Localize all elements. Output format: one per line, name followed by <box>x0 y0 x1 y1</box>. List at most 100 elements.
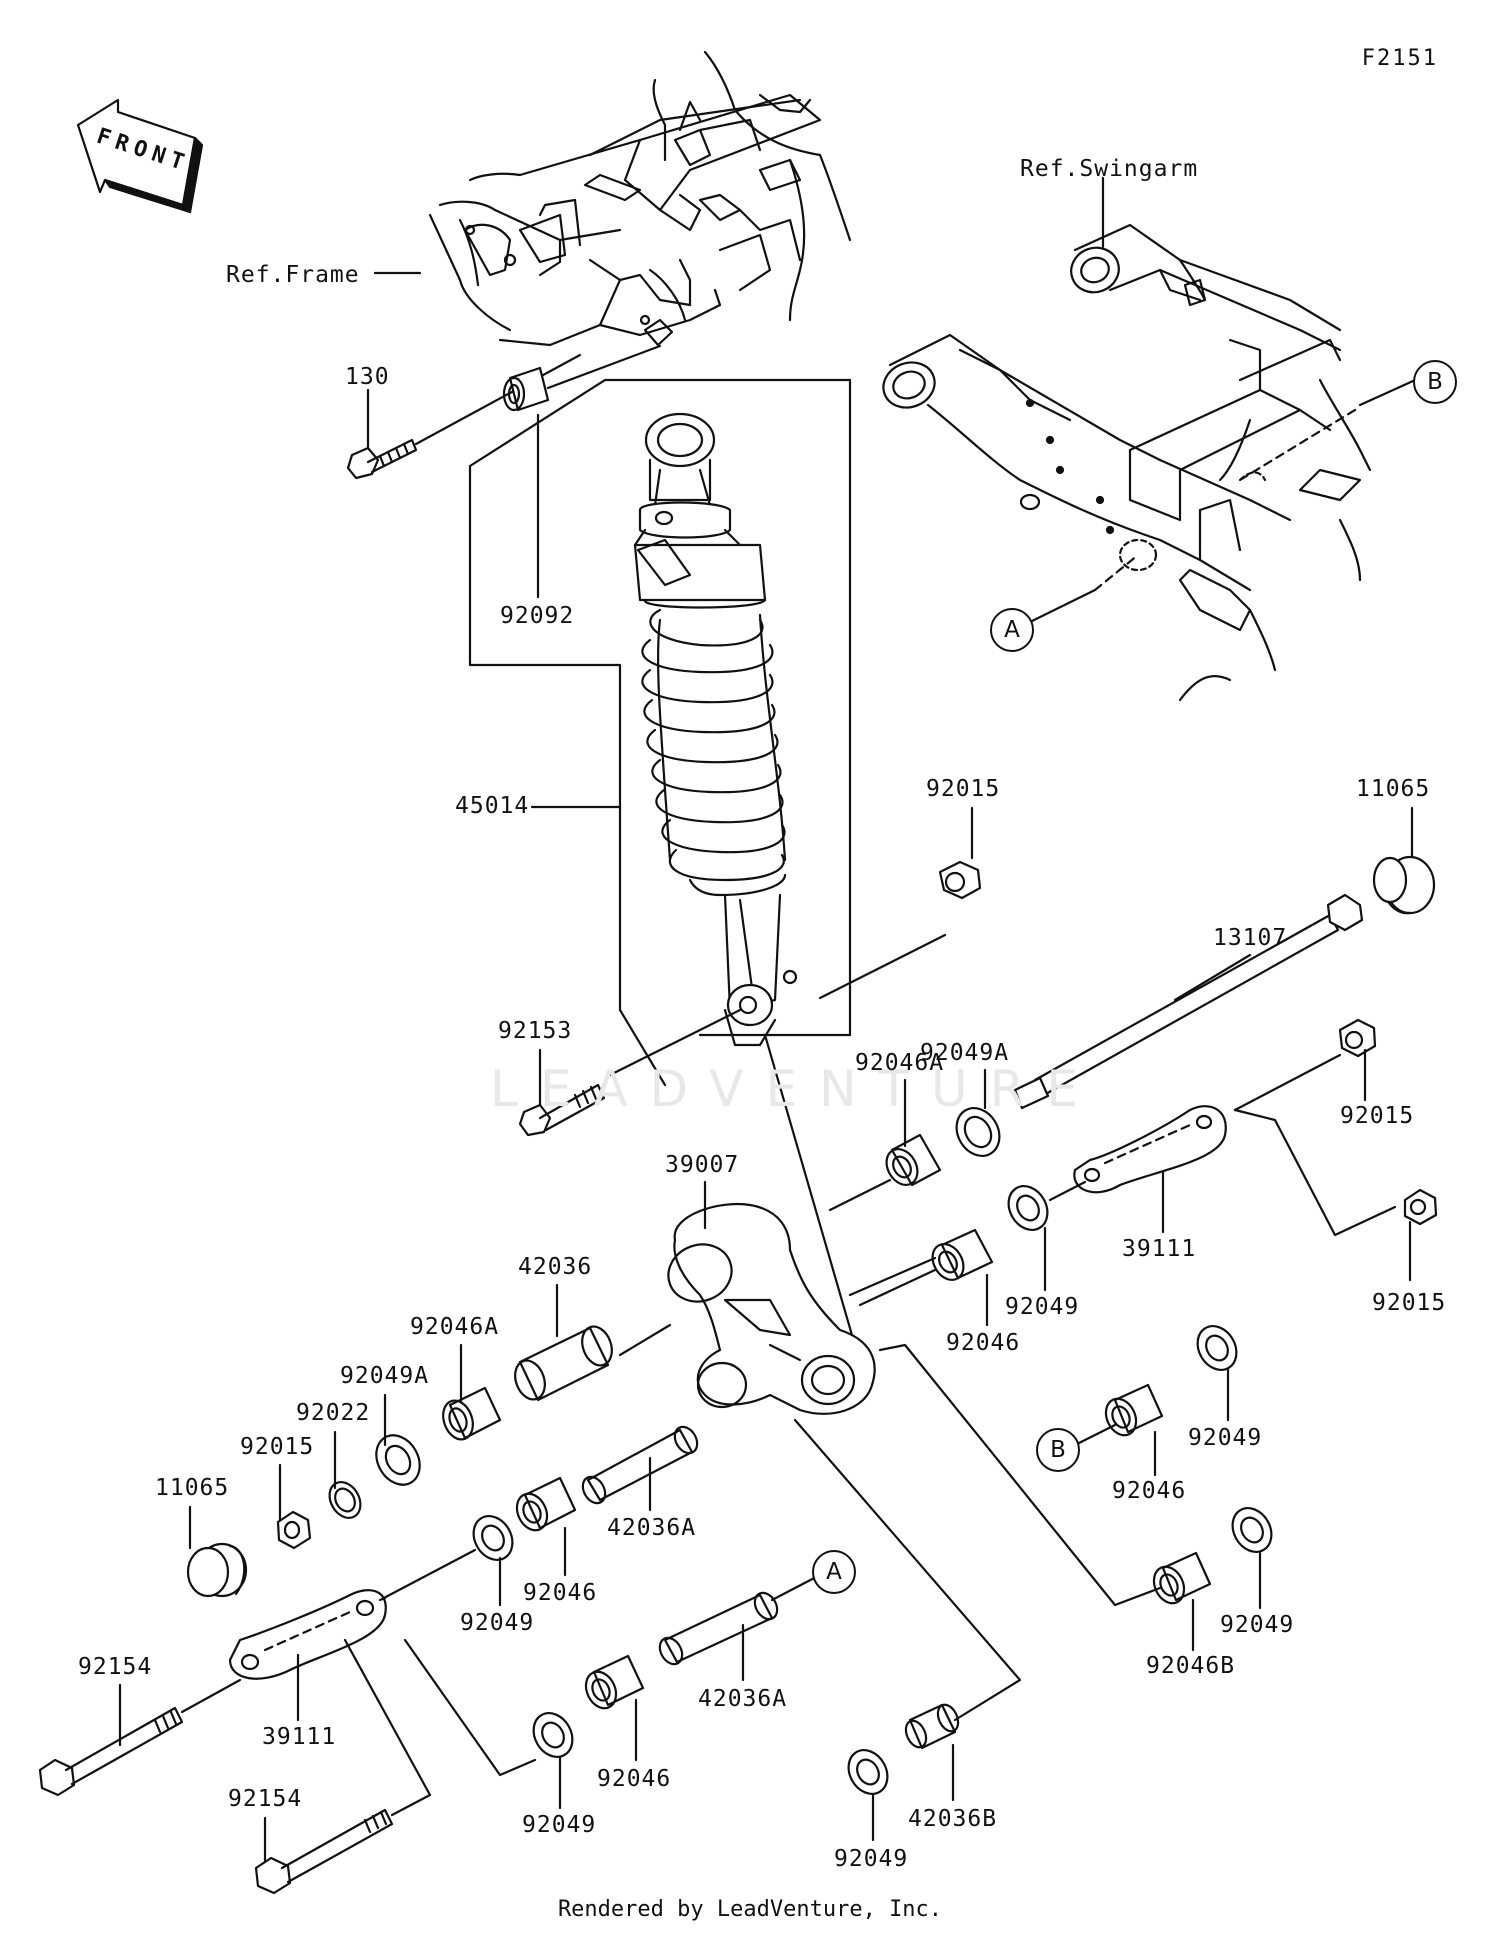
part-label-92046-low: 92046 <box>597 1766 672 1792</box>
leader-92092-axis <box>546 344 662 390</box>
part-label-92154-a: 92154 <box>78 1654 153 1680</box>
leader-92049-axis <box>1048 1180 1087 1202</box>
leader-39111-left-bracket <box>403 1638 537 1777</box>
leader-b-dashed <box>1238 408 1357 482</box>
link-39111-right <box>1073 1105 1227 1194</box>
bolt-92154-b <box>254 1808 394 1895</box>
leader-92015top-axis <box>818 933 947 1000</box>
leader-a-dashed <box>1093 553 1140 592</box>
cap-11065-right <box>1372 855 1436 915</box>
part-label-92046-rb: 92046 <box>1112 1478 1187 1504</box>
footer-credit: Rendered by LeadVenture, Inc. <box>557 1897 943 1922</box>
leader-92049-axis-l1 <box>378 1548 477 1602</box>
front-arrow-icon <box>76 98 204 214</box>
washer-92049-r3 <box>1231 1507 1273 1553</box>
leader-callout-b-swingarm <box>1358 379 1415 407</box>
bolt-130 <box>346 438 418 480</box>
sleeve-42036A-low <box>658 1591 779 1666</box>
leader-92046A-axis <box>828 1178 892 1212</box>
leader-callout-a-low <box>770 1573 822 1602</box>
leader-92153-axis <box>608 1008 742 1077</box>
bracket-45014 <box>468 378 852 1087</box>
sleeve-42036 <box>514 1325 613 1402</box>
leader-130-axis <box>414 353 582 446</box>
part-label-92153: 92153 <box>498 1018 573 1044</box>
leader-92154b-bracket <box>343 1638 432 1817</box>
swingarm-drawing <box>882 223 1372 702</box>
part-label-92049-low2: 92049 <box>834 1846 909 1872</box>
callout-a-swingarm: A <box>990 608 1034 652</box>
washer-92022 <box>328 1481 362 1519</box>
callout-a-low: A <box>812 1550 856 1594</box>
part-label-92049A-left: 92049A <box>340 1363 430 1389</box>
part-label-42036A-mid: 42036A <box>607 1515 697 1541</box>
bearing-92046A-left <box>442 1386 502 1441</box>
part-label-92046-mid: 92046 <box>946 1330 1021 1356</box>
bolt-13107 <box>1013 893 1364 1110</box>
bushing-92092 <box>502 366 550 412</box>
leader-callout-a-swingarm <box>1028 588 1097 624</box>
part-label-92154-b: 92154 <box>228 1786 303 1812</box>
part-label-92092: 92092 <box>500 603 575 629</box>
washer-92049A-right <box>955 1107 1001 1157</box>
nut-92015-left <box>276 1510 312 1550</box>
part-label-92046B: 92046B <box>1146 1653 1236 1679</box>
part-label-130: 130 <box>345 364 390 390</box>
part-label-11065-left: 11065 <box>155 1475 230 1501</box>
part-label-92049-r3: 92049 <box>1220 1612 1295 1638</box>
part-label-39111-left: 39111 <box>262 1724 337 1750</box>
bearing-92046B <box>1152 1551 1212 1605</box>
ref-swingarm-label: Ref.Swingarm <box>1020 156 1199 182</box>
nut-92015-top <box>938 860 982 900</box>
washer-92049-l1 <box>472 1515 514 1561</box>
part-label-42036: 42036 <box>518 1254 593 1280</box>
bearing-92046-r1 <box>931 1228 994 1281</box>
leader-39111-axis-left <box>378 1596 387 1602</box>
callout-b-low: B <box>1036 1428 1080 1472</box>
leader-rocker-to-92046B <box>878 1343 1162 1607</box>
part-label-92049-left2: 92049 <box>460 1610 535 1636</box>
part-label-42036B: 42036B <box>908 1806 998 1832</box>
figure-id: F2151 <box>1361 46 1438 71</box>
rocker-39007 <box>667 1203 876 1415</box>
washer-92049-r1 <box>1007 1185 1049 1231</box>
bearing-92046-m <box>515 1476 577 1532</box>
leader-callout-b-low <box>1075 1423 1117 1446</box>
leader-rocker-to-42036B <box>793 1418 1022 1722</box>
callout-b-swingarm: B <box>1413 360 1457 404</box>
part-label-92049-low: 92049 <box>522 1812 597 1838</box>
part-label-92049-mid: 92049 <box>1005 1294 1080 1320</box>
bearing-92046A-right <box>885 1133 942 1187</box>
nut-92015-mid1 <box>1338 1018 1377 1058</box>
washer-92049-low2 <box>847 1749 889 1795</box>
sleeve-42036B <box>904 1703 960 1750</box>
washer-92049A-left <box>375 1434 421 1486</box>
leader-92046-axis-r1 <box>858 1268 937 1307</box>
link-39111-left <box>228 1589 387 1680</box>
bolt-92154-a <box>38 1706 184 1797</box>
label-leaders <box>118 388 1414 1864</box>
bearing-92046-low <box>584 1654 645 1710</box>
washer-92049-low <box>532 1712 574 1758</box>
part-label-39111-right: 39111 <box>1122 1236 1197 1262</box>
part-label-92046A-right: 92046A <box>855 1050 945 1076</box>
washer-92049-rb <box>1196 1325 1238 1371</box>
sleeve-42036A-mid <box>581 1425 699 1505</box>
ref-frame-label: Ref.Frame <box>226 262 360 288</box>
part-label-92015-top: 92015 <box>926 776 1001 802</box>
leader-92015-bracket <box>1233 1108 1397 1237</box>
part-label-92015-left: 92015 <box>240 1434 315 1460</box>
leader-39111-axis-upper <box>1233 1053 1342 1112</box>
part-label-13107: 13107 <box>1213 925 1288 951</box>
part-label-11065-right: 11065 <box>1356 776 1431 802</box>
part-label-39007: 39007 <box>665 1152 740 1178</box>
shock-absorber-45014 <box>633 412 798 1047</box>
leader-92154a-axis <box>180 1678 242 1714</box>
watermark: LEADVENTURE <box>490 1060 1100 1118</box>
part-label-92046-mid2: 92046 <box>523 1580 598 1606</box>
part-label-45014: 45014 <box>455 793 530 819</box>
leader-39007-to-92046 <box>848 1256 937 1297</box>
part-label-92049-rb: 92049 <box>1188 1425 1263 1451</box>
bearing-92046-rb <box>1104 1383 1164 1437</box>
